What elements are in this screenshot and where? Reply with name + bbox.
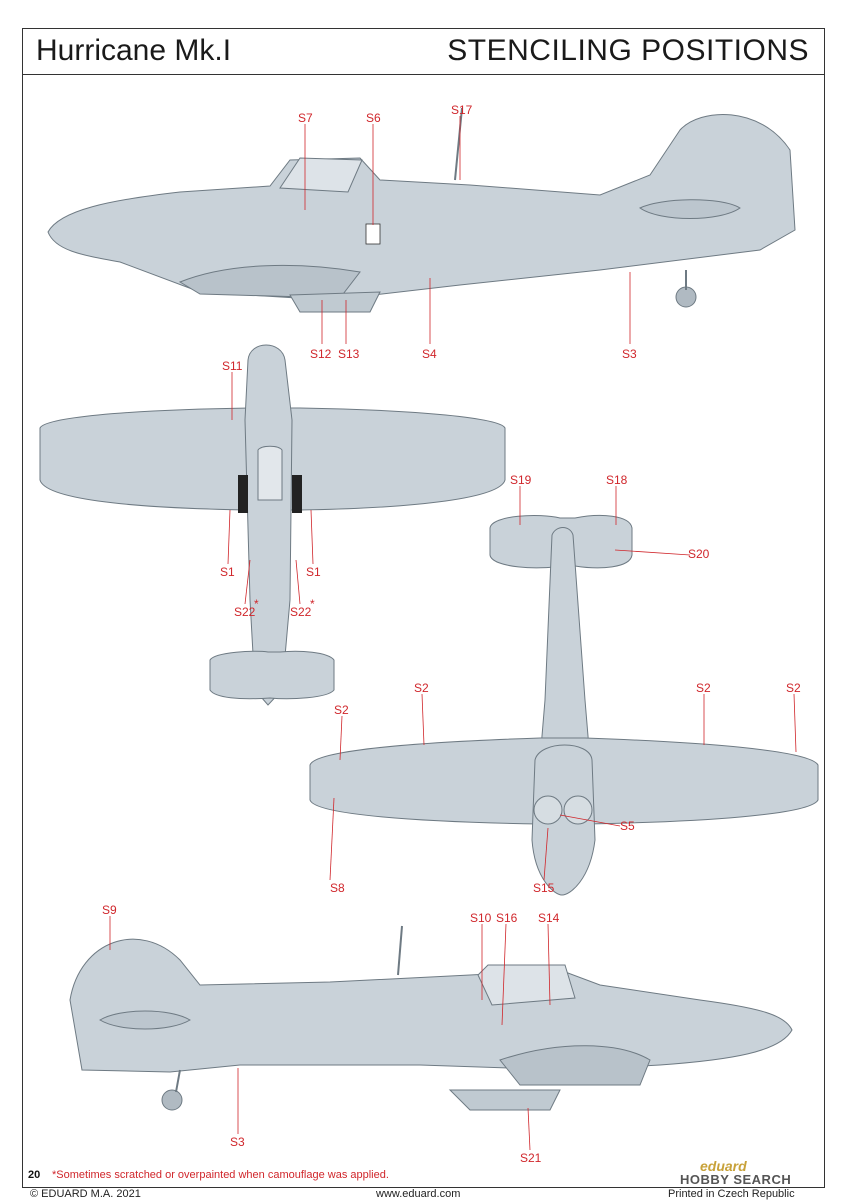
label-s22-right: S22 [290,605,312,619]
label-s1-left: S1 [220,565,235,579]
asterisk-right: * [310,597,315,611]
side-view-left [47,107,796,313]
label-s3-top: S3 [622,347,637,361]
label-s6: S6 [366,111,381,125]
label-s19: S19 [510,473,532,487]
bottom-view [309,514,819,896]
label-s9: S9 [102,903,117,917]
leader-lines [109,116,797,1151]
label-s2-b: S2 [414,681,429,695]
label-s3-bottom: S3 [230,1135,245,1149]
label-s22-left: S22 [234,605,256,619]
label-s18: S18 [606,473,628,487]
label-s5: S5 [620,819,635,833]
label-s7: S7 [298,111,313,125]
top-view [39,344,506,706]
eduard-logo: eduard [700,1158,747,1174]
label-s13: S13 [338,347,360,361]
label-s2-d: S2 [786,681,801,695]
label-s14: S14 [538,911,560,925]
label-s12: S12 [310,347,332,361]
side-view-right [69,925,793,1111]
section-title: STENCILING POSITIONS [447,34,809,67]
label-s4: S4 [422,347,437,361]
label-s1-right: S1 [306,565,321,579]
label-s8: S8 [330,881,345,895]
label-s2-a: S2 [334,703,349,717]
label-s16: S16 [496,911,518,925]
asterisk-left: * [254,597,259,611]
stencil-labels: S7 S6 S17 S12 S13 S4 S3 S11 S19 S18 S20 … [102,103,801,1165]
label-s10: S10 [470,911,492,925]
label-s2-c: S2 [696,681,711,695]
label-s15: S15 [533,881,555,895]
label-s17: S17 [451,103,473,117]
page-title: Hurricane Mk.I [36,34,232,67]
copyright: © EDUARD M.A. 2021 [30,1188,141,1200]
footnote: *Sometimes scratched or overpainted when… [52,1169,389,1181]
website: www.eduard.com [376,1188,461,1200]
title-divider [22,74,825,75]
hobby-search-watermark: HOBBY SEARCH [680,1172,792,1187]
page-frame [22,28,825,1188]
printed-note: Printed in Czech Republic [668,1188,795,1200]
label-s20: S20 [688,547,710,561]
label-s21: S21 [520,1151,542,1165]
label-s11: S11 [222,359,243,373]
page-number: 20 [28,1169,41,1181]
